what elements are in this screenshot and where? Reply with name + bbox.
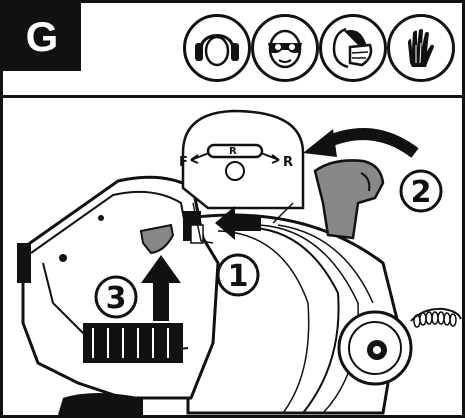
safety-glasses-icon [251, 14, 319, 82]
drain-cleaner-illustration: F R R 1 2 3 [3, 98, 462, 415]
drain-cable [411, 309, 461, 327]
hearing-protection-icon [183, 14, 251, 82]
forward-label: F [179, 155, 188, 170]
illustration-area: F R R 1 2 3 [3, 98, 462, 415]
drum-hub [339, 312, 411, 384]
arrow-rotate-handle [303, 129, 415, 157]
callout-3-number: 3 [106, 281, 127, 316]
gloves-icon [387, 14, 455, 82]
step-label: G [3, 3, 81, 71]
dust-mask-icon [319, 14, 387, 82]
panel-header: G [3, 3, 462, 98]
callout-1-number: 1 [228, 259, 249, 294]
handle-grip [315, 160, 383, 238]
center-label: R [229, 146, 237, 157]
reverse-label: R [283, 155, 293, 170]
callout-2-number: 2 [411, 175, 432, 210]
